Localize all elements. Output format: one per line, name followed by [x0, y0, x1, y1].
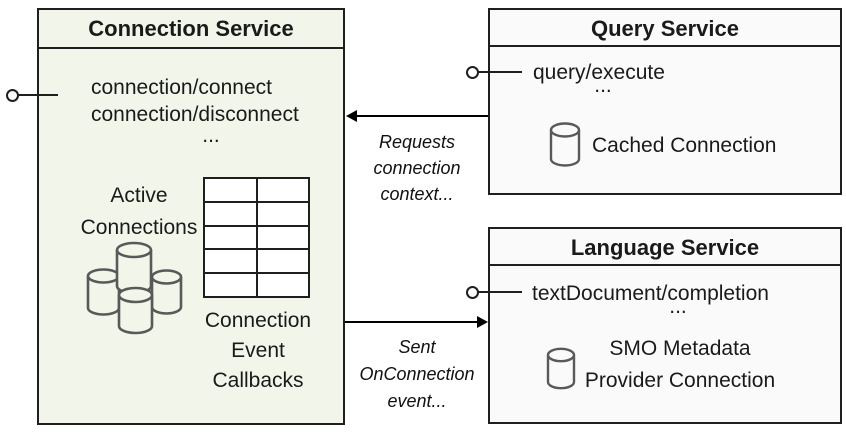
table-cell — [257, 179, 308, 201]
connection-service-title: Connection Service — [39, 10, 343, 49]
requests-arrow-line — [356, 115, 488, 117]
method-connection-connect: connection/connect — [91, 76, 272, 99]
requests-annotation: Requests connection context... — [373, 132, 461, 204]
sent-arrow-head-icon — [477, 316, 488, 328]
database-cluster-icon — [86, 241, 183, 335]
database-icon — [549, 122, 581, 167]
query-interface-line — [478, 71, 522, 73]
cached-connection-label: Cached Connection — [592, 134, 777, 157]
connection-service-box: Connection Service connection/connect co… — [37, 8, 345, 425]
table-cell — [205, 274, 256, 296]
query-methods-ellipsis: ... — [594, 74, 612, 97]
connection-methods-ellipsis: ... — [202, 124, 220, 147]
table-cell — [205, 250, 256, 273]
callbacks-label: Connection Event Callbacks — [204, 309, 312, 392]
query-service-box: Query Service query/execute ... Cached C… — [488, 8, 842, 195]
language-service-title: Language Service — [490, 229, 840, 266]
callbacks-table — [203, 177, 310, 298]
table-cell — [257, 250, 308, 273]
method-query-execute: query/execute — [533, 61, 665, 84]
sent-arrow-line — [345, 321, 478, 323]
table-cell — [257, 226, 308, 249]
smo-metadata-label: SMO Metadata Provider Connection — [584, 337, 776, 392]
language-service-box: Language Service textDocument/completion… — [488, 227, 842, 424]
table-cell — [205, 179, 256, 201]
database-icon — [546, 347, 576, 390]
table-cell — [257, 202, 308, 225]
language-methods-ellipsis: ... — [669, 295, 687, 318]
query-interface-circle-icon — [466, 66, 479, 79]
sent-annotation: Sent OnConnection event... — [359, 337, 475, 411]
language-interface-circle-icon — [466, 286, 479, 299]
connection-interface-line — [18, 94, 58, 96]
connection-interface-circle-icon — [6, 89, 19, 102]
method-connection-disconnect: connection/disconnect — [91, 103, 299, 126]
query-service-title: Query Service — [490, 10, 840, 47]
table-cell — [205, 202, 256, 225]
table-cell — [257, 274, 308, 296]
active-connections-label: Active Connections — [80, 184, 198, 239]
language-interface-line — [478, 291, 522, 293]
method-textdocument-completion: textDocument/completion — [532, 282, 769, 305]
table-cell — [205, 226, 256, 249]
requests-arrow-head-icon — [346, 110, 357, 122]
